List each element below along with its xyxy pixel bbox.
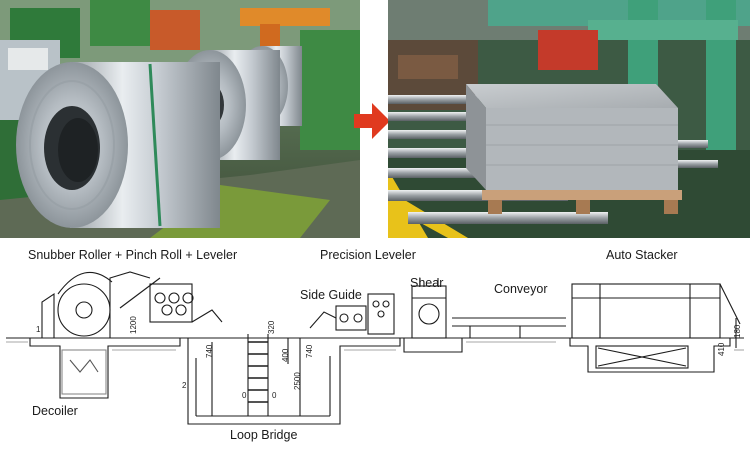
label-precision-leveler: Precision Leveler [320,248,416,262]
label-auto-stacker: Auto Stacker [606,248,678,262]
label-decoiler: Decoiler [32,404,78,418]
dim-1: 1 [36,325,41,334]
dim-740b: 740 [305,344,314,358]
dim-410: 410 [717,342,726,356]
dim-1200: 1200 [129,316,138,334]
label-side-guide: Side Guide [300,288,362,302]
label-snubber-pinch-leveler: Snubber Roller + Pinch Roll + Leveler [28,248,238,262]
dim-320: 320 [267,320,276,334]
dim-0a: 0 [242,391,247,400]
dim-400: 400 [281,348,290,362]
dim-2500: 2500 [293,372,302,390]
steel-coils-photo [0,0,360,238]
label-shear: Shear [410,276,444,290]
label-loop-bridge: Loop Bridge [230,428,298,442]
line-schematic-diagram: 1200 740 320 400 2500 740 410 180 0 0 2 … [0,238,750,450]
dim-740a: 740 [205,344,214,358]
red-arrow-right-icon [354,101,390,141]
schematic-drawing: 1200 740 320 400 2500 740 410 180 0 0 2 … [6,271,744,425]
dim-0b: 0 [272,391,277,400]
cut-sheet-stack-photo [388,0,750,238]
dim-180: 180 [733,324,742,338]
dim-2: 2 [182,381,187,390]
label-conveyor: Conveyor [494,282,548,296]
